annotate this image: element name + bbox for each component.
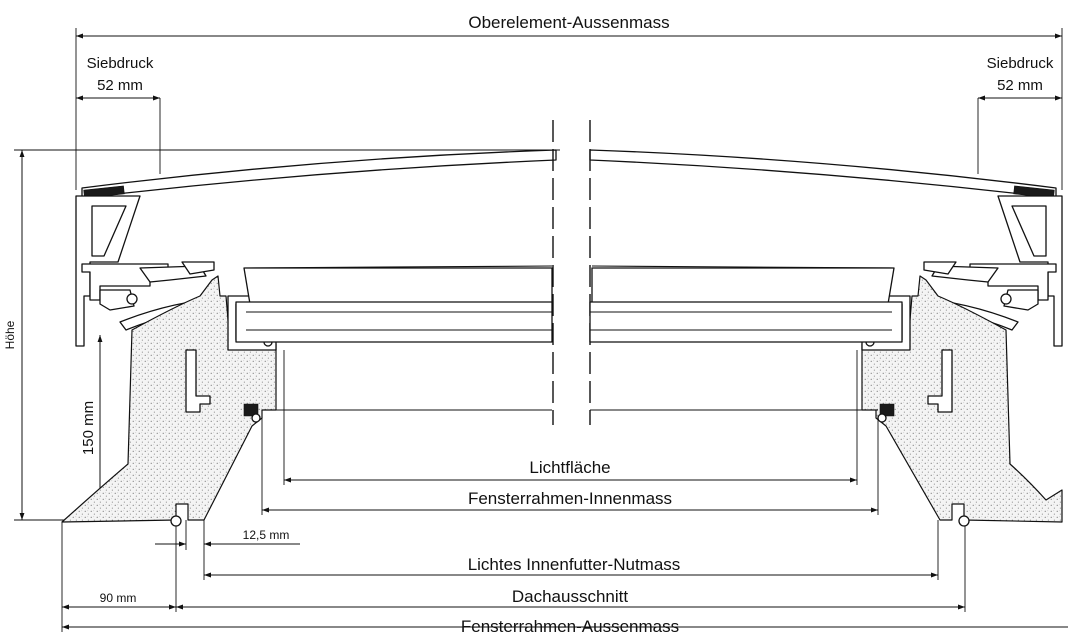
frame-height-label: 150 mm (80, 401, 97, 455)
lining-groove-label: Lichtes Innenfutter-Nutmass (468, 555, 681, 574)
dome-element (81, 120, 1057, 425)
light-area-label: Lichtfläche (529, 458, 610, 477)
inner-glazing (235, 265, 903, 411)
frame-inner-label: Fensterrahmen-Innenmass (468, 489, 672, 508)
right-upper-profile (915, 195, 1063, 347)
labels: Oberelement-Aussenmass Siebdruck 52 mm S… (3, 13, 1054, 636)
dimension-lines (14, 28, 1068, 632)
print-right-title: Siebdruck (987, 55, 1054, 72)
overall-width-label: Oberelement-Aussenmass (468, 13, 669, 32)
height-label: Höhe (3, 320, 17, 349)
flange-width-label: 90 mm (100, 591, 137, 605)
groove-offset-label: 12,5 mm (243, 528, 290, 542)
print-left-title: Siebdruck (87, 55, 154, 72)
roof-cutout-label: Dachausschnitt (512, 587, 629, 606)
print-right-value: 52 mm (997, 77, 1043, 94)
print-left-value: 52 mm (97, 77, 143, 94)
frame-outer-label: Fensterrahmen-Aussenmass (461, 617, 679, 636)
